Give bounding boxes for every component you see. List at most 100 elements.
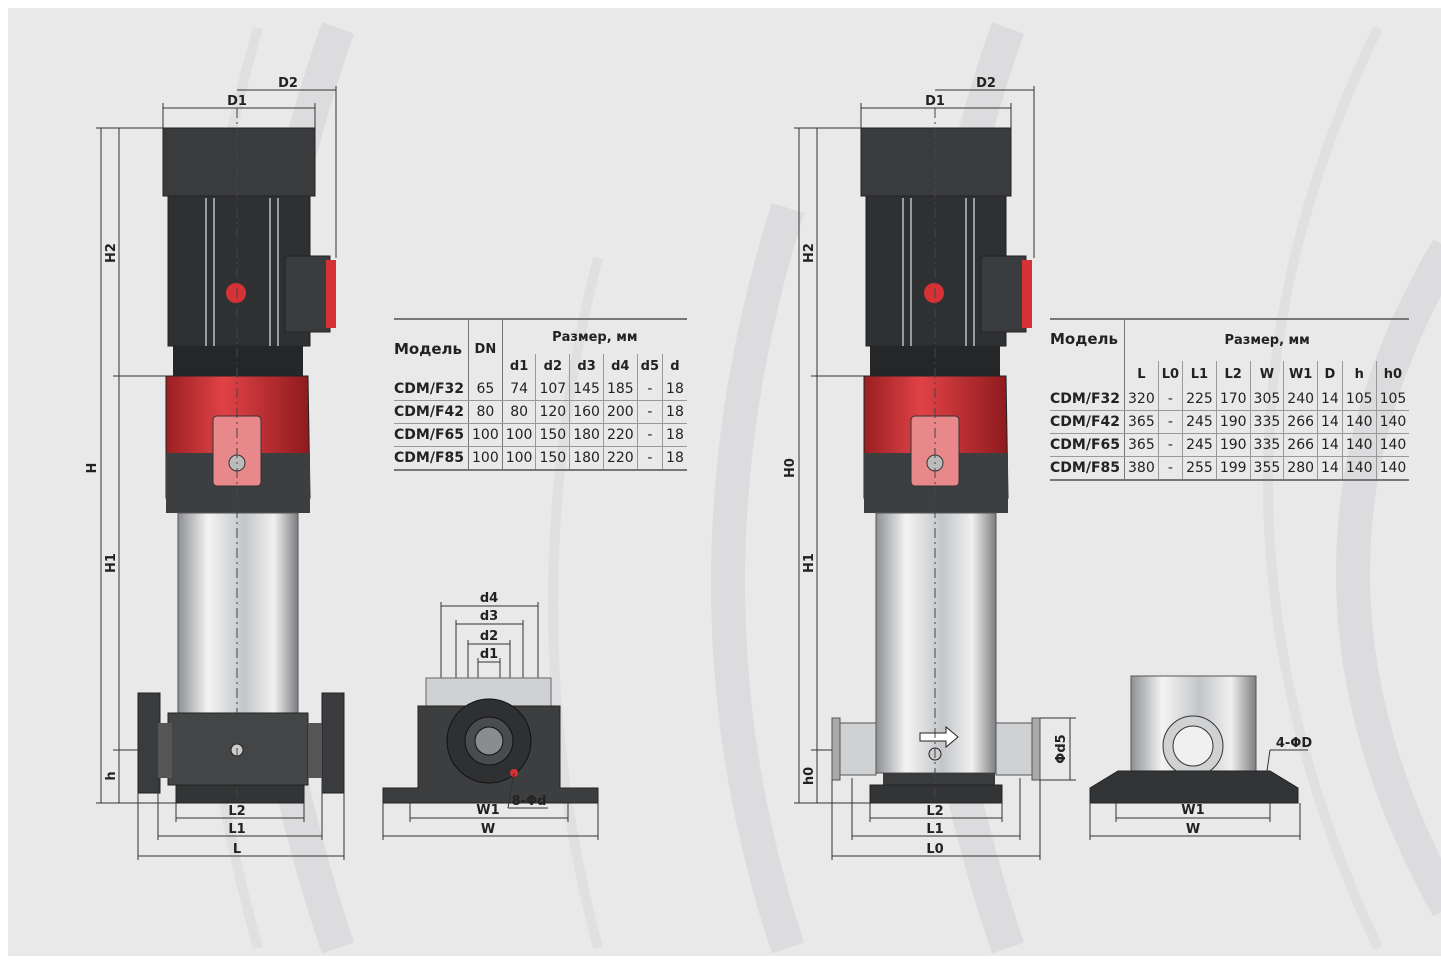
table2-col: L2 [1215,361,1251,388]
dim2-W1: W1 [1181,803,1204,818]
dim-W: W [481,822,495,837]
table1-model-header: Модель [394,318,469,378]
table1-cell: 80 [468,400,503,424]
table1-cell: CDM/F65 [394,423,469,447]
table2-cell: 255 [1182,456,1217,481]
table2-cell: 225 [1182,388,1217,411]
motor-housing [162,127,336,376]
table1-cell: - [636,400,663,424]
table2-cell: 245 [1182,433,1217,457]
table-row: CDM/F42 80 80 120 160 200 - 18 [394,400,687,424]
table2-cell: 266 [1283,433,1318,457]
dim-H: H [85,463,100,474]
dim2-L2: L2 [926,804,943,819]
dim2-h0: h0 [802,767,817,785]
dim-L1: L1 [228,822,245,837]
dim2-L1: L1 [926,822,943,837]
table2-cell: - [1157,388,1183,411]
dim-holes: 8-Φd [512,794,547,809]
table1-cell: CDM/F85 [394,446,469,471]
dim2-d5: Φd5 [1054,734,1069,763]
table1-col: d [662,354,687,378]
pump-head-2 [863,375,1009,513]
table1-col: d3 [569,354,604,378]
dim-h: h [104,771,119,780]
table1-cell: 200 [602,400,638,424]
pump-drawing-inline: D1 D2 L2 L1 L0 H0 H2 H1 h0 Φd5 [783,76,1076,860]
dimension-table-inline: Модель Размер, мм L L0 L1 L2 W W1 D h h0… [1050,317,1410,481]
table2-cell: 190 [1215,410,1251,434]
pump-base-inline [831,717,1041,804]
table-row: CDM/F42 365 - 245 190 335 266 14 140 140 [1050,410,1410,434]
table1-cell: 100 [502,423,536,447]
dim2-W: W [1186,822,1200,837]
logo-badge [226,283,246,303]
table2-cell: 190 [1215,433,1251,457]
table2-cell: 365 [1124,433,1159,457]
table2-cell: 280 [1283,456,1318,481]
table2-cell: 305 [1249,388,1284,411]
table2-cell: 266 [1283,410,1318,434]
motor-housing-2 [860,127,1032,376]
steel-sleeve-2 [875,512,997,774]
table1-col: d4 [602,354,638,378]
table2-col: L [1137,367,1146,383]
table2-cell: 105 [1375,388,1410,411]
base2-foot [1089,770,1299,804]
table2-cell: 170 [1215,388,1251,411]
dim-d4: d4 [480,591,498,606]
table2-cell: 140 [1375,433,1410,457]
table2-cell: 199 [1215,456,1251,481]
base-tie-rods [425,677,552,709]
table1-cell: 150 [535,446,570,471]
dim-D1: D1 [227,94,247,109]
table2-cell: 365 [1124,410,1159,434]
table2-cell: 140 [1375,410,1410,434]
table1-dn-header: DN [468,318,503,378]
table1-cell: 100 [468,423,503,447]
table2-cell: 140 [1341,410,1377,434]
table1-col: d5 [636,354,663,378]
table2-col: h [1341,361,1377,388]
base-view-inline: W1 W 4-ΦD [1089,675,1312,840]
table1-col: d1 [509,358,529,374]
table2-cell: - [1157,433,1183,457]
dim2-holes: 4-ΦD [1276,736,1312,751]
dim-d2: d2 [480,629,498,644]
table1-cell: 18 [662,378,687,401]
table1-cell: 180 [569,423,604,447]
dim-L2: L2 [228,804,245,819]
dim-H2: H2 [104,243,119,263]
table2-cell: CDM/F32 [1050,388,1125,411]
dim2-D2: D2 [976,76,996,91]
dim2-H1: H1 [802,553,817,573]
table1-cell: 18 [662,446,687,471]
table2-col: W1 [1283,361,1318,388]
table1-cell: 80 [502,400,536,424]
dim-H1: H1 [104,553,119,573]
dim2-H0: H0 [783,458,798,478]
steel-sleeve [177,512,299,714]
table2-cell: - [1157,410,1183,434]
dim2-H2: H2 [802,243,817,263]
table2-col: L1 [1182,361,1217,388]
table1-cell: - [636,378,663,401]
table1-cell: CDM/F42 [394,400,469,424]
table1-cell: 220 [602,423,638,447]
table2-cell: 355 [1249,456,1284,481]
table1-cell: 100 [468,446,503,471]
table2-cell: 105 [1341,388,1377,411]
table2-cell: 335 [1249,433,1284,457]
table1-cell: - [636,446,663,471]
table2-cell: CDM/F85 [1050,456,1125,481]
pump-base-flanged [137,692,345,804]
table2-col: L0 [1157,361,1183,388]
table-row: CDM/F85 100 100 150 180 220 - 18 [394,446,687,471]
table2-cell: 14 [1317,433,1343,457]
table1-cell: 145 [569,378,604,401]
logo-badge-2 [924,283,944,303]
table1-cell: 150 [535,423,570,447]
pump-drawing-flanged: D1 D2 L2 L1 L H H2 H1 h [85,76,345,860]
table2-col: W [1249,361,1284,388]
table1-cell: 18 [662,423,687,447]
